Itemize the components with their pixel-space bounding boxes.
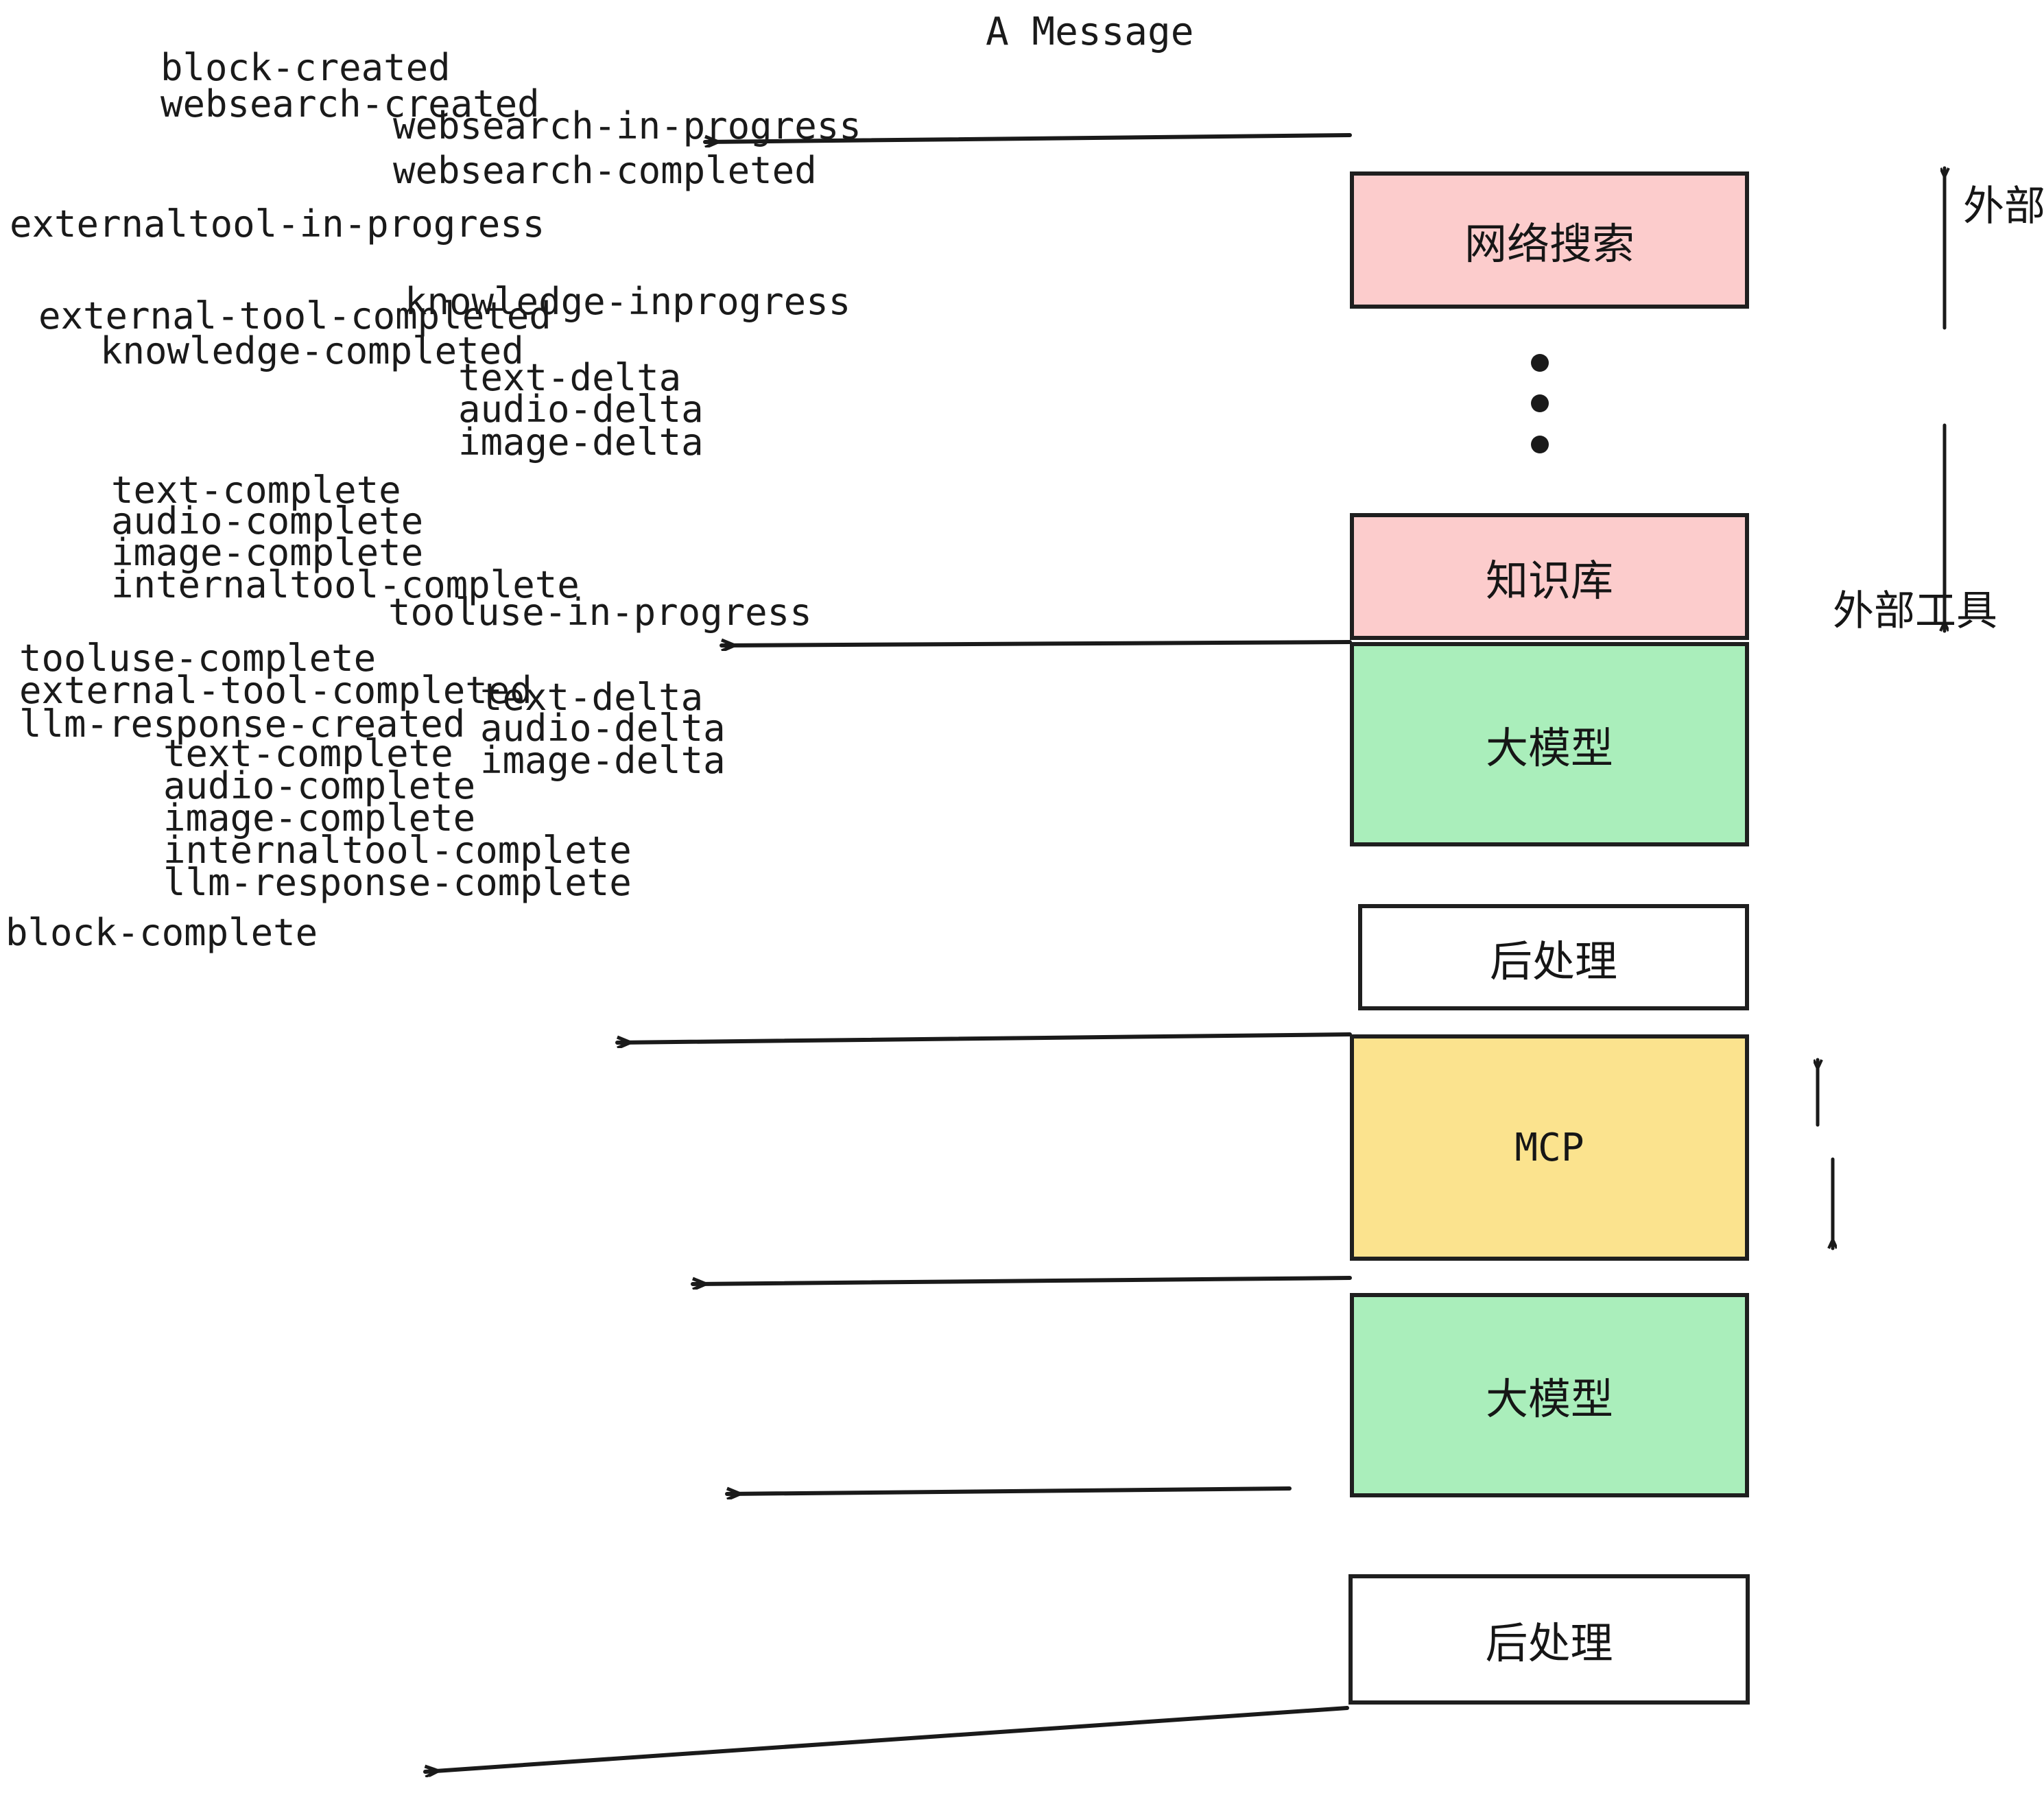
event-label-knowledge-completed: knowledge-completed bbox=[100, 329, 524, 372]
ellipsis-dot bbox=[1531, 394, 1549, 412]
node-mcp[interactable]: MCP bbox=[1350, 1034, 1749, 1261]
ellipsis-dot bbox=[1531, 436, 1549, 453]
arrow-knowledge-completed bbox=[720, 642, 1352, 645]
event-label-external-tool-completed-2: external-tool-completed bbox=[19, 669, 532, 712]
event-label-image-complete-1: image-complete bbox=[111, 531, 424, 574]
event-label-audio-delta-1: audio-delta bbox=[458, 388, 704, 431]
node-label: 大模型 bbox=[1485, 723, 1613, 773]
annotation-external-tool-bottom: 外部工具 bbox=[1833, 587, 1997, 635]
event-label-knowledge-inprogress: knowledge-inprogress bbox=[405, 280, 851, 323]
event-label-image-delta-2: image-delta bbox=[480, 739, 726, 782]
node-label: 后处理 bbox=[1485, 1618, 1613, 1668]
event-label-audio-complete-2: audio-complete bbox=[163, 764, 476, 807]
event-label-websearch-completed: websearch-completed bbox=[393, 149, 817, 192]
event-label-websearch-in-progress: websearch-in-progress bbox=[393, 104, 861, 147]
event-label-text-complete-1: text-complete bbox=[111, 468, 401, 512]
event-label-tooluse-in-progress: tooluse-in-progress bbox=[388, 591, 812, 634]
event-label-tooluse-complete: tooluse-complete bbox=[19, 637, 377, 680]
event-label-text-delta-1: text-delta bbox=[458, 356, 682, 399]
event-label-external-tool-completed-1: external-tool-completed bbox=[38, 294, 551, 337]
node-label: 知识库 bbox=[1485, 555, 1613, 606]
event-label-text-delta-2: text-delta bbox=[480, 676, 704, 719]
arrow-audio-complete bbox=[725, 1486, 1292, 1494]
event-label-block-created: block-created bbox=[161, 46, 451, 89]
node-label: 网络搜索 bbox=[1464, 219, 1635, 269]
event-label-llm-response-created: llm-response-created bbox=[19, 702, 466, 746]
node-llm-first[interactable]: 大模型 bbox=[1350, 642, 1749, 846]
page-title: A Message bbox=[986, 10, 1194, 54]
node-postprocess-first[interactable]: 后处理 bbox=[1358, 904, 1749, 1010]
event-label-audio-delta-2: audio-delta bbox=[480, 707, 726, 750]
event-label-image-delta-1: image-delta bbox=[458, 420, 704, 464]
event-label-text-complete-2: text-complete bbox=[163, 732, 453, 775]
ellipsis-dot bbox=[1531, 354, 1549, 372]
event-label-externaltool-in-progress: externaltool-in-progress bbox=[10, 202, 545, 246]
node-label: MCP bbox=[1514, 1125, 1584, 1170]
event-label-image-complete-2: image-complete bbox=[163, 796, 476, 840]
event-label-audio-complete-1: audio-complete bbox=[111, 499, 424, 543]
event-label-block-complete: block-complete bbox=[5, 911, 318, 954]
arrow-tooluse-complete bbox=[691, 1276, 1352, 1284]
arrow-image-complete bbox=[615, 1032, 1352, 1043]
node-knowledge-base[interactable]: 知识库 bbox=[1350, 513, 1749, 640]
node-websearch[interactable]: 网络搜索 bbox=[1350, 171, 1749, 309]
event-label-websearch-created: websearch-created bbox=[161, 82, 540, 126]
event-label-internaltool-complete-2: internaltool-complete bbox=[163, 829, 632, 872]
arrow-block-complete bbox=[423, 1706, 1349, 1772]
event-label-llm-response-complete: llm-response-complete bbox=[163, 861, 632, 904]
node-label: 大模型 bbox=[1485, 1374, 1613, 1424]
annotation-external-tool-top: 外部工具 bbox=[1963, 182, 2044, 230]
node-llm-second[interactable]: 大模型 bbox=[1350, 1293, 1749, 1497]
event-label-internaltool-complete-1: internaltool-complete bbox=[111, 563, 580, 606]
node-postprocess-second[interactable]: 后处理 bbox=[1348, 1574, 1750, 1705]
node-label: 后处理 bbox=[1489, 936, 1617, 986]
